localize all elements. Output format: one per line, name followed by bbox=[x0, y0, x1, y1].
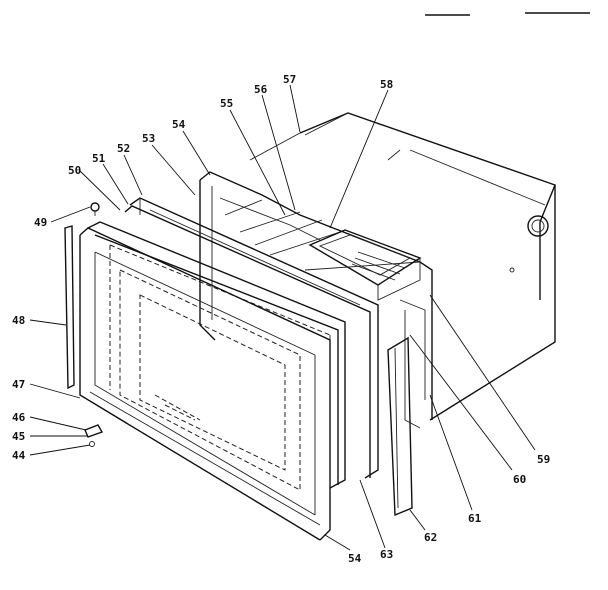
label-52: 52 bbox=[117, 142, 130, 155]
label-48: 48 bbox=[12, 314, 25, 327]
label-47: 47 bbox=[12, 378, 25, 391]
label-51: 51 bbox=[92, 152, 106, 165]
part-labels: 49 50 51 52 53 54 55 56 57 58 48 47 46 4… bbox=[12, 73, 550, 565]
label-62: 62 bbox=[424, 531, 437, 544]
label-49: 49 bbox=[34, 216, 47, 229]
label-60: 60 bbox=[513, 473, 526, 486]
scan-marks bbox=[425, 12, 590, 16]
label-50: 50 bbox=[68, 164, 81, 177]
inner-cavity bbox=[199, 171, 433, 420]
label-63: 63 bbox=[380, 548, 393, 561]
outer-cabinet bbox=[249, 112, 556, 421]
label-59: 59 bbox=[537, 453, 550, 466]
label-46: 46 bbox=[12, 411, 26, 424]
label-54-bottom: 54 bbox=[348, 552, 362, 565]
side-trims bbox=[64, 225, 413, 517]
label-55: 55 bbox=[220, 97, 233, 110]
label-58: 58 bbox=[380, 78, 393, 91]
label-53: 53 bbox=[142, 132, 155, 145]
label-57: 57 bbox=[283, 73, 296, 86]
label-44: 44 bbox=[12, 449, 26, 462]
door-inner-panel bbox=[87, 221, 346, 489]
leader-lines bbox=[29, 84, 536, 551]
label-61: 61 bbox=[468, 512, 482, 525]
label-56: 56 bbox=[254, 83, 268, 96]
control-panel bbox=[308, 229, 426, 429]
door-frame-parts bbox=[124, 197, 379, 479]
main-door bbox=[79, 227, 331, 541]
label-54-top: 54 bbox=[172, 118, 186, 131]
label-45: 45 bbox=[12, 430, 25, 443]
hardware-parts bbox=[84, 202, 104, 447]
